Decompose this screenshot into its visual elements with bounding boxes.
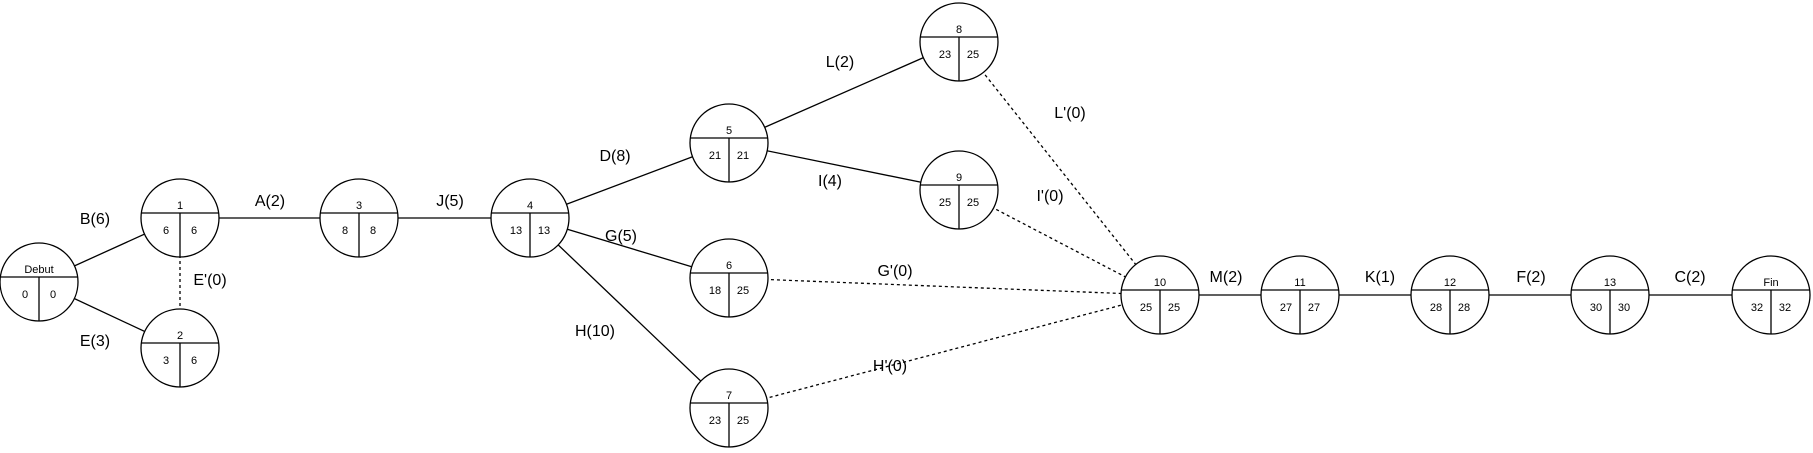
node-early-date: 8 bbox=[342, 225, 348, 237]
edge-label: D(8) bbox=[599, 148, 630, 165]
node-n9: 9 25 25 bbox=[919, 150, 999, 230]
node-n8: 8 23 25 bbox=[919, 2, 999, 82]
node-n13: 13 30 30 bbox=[1570, 255, 1650, 335]
node-name: 9 bbox=[956, 172, 962, 184]
node-fin: Fin 32 32 bbox=[1731, 255, 1811, 335]
edge-label: F(2) bbox=[1516, 269, 1545, 286]
node-early-date: 32 bbox=[1751, 302, 1763, 314]
node-name: 4 bbox=[527, 200, 533, 212]
edge-label: H'(0) bbox=[873, 358, 907, 375]
node-name: Fin bbox=[1763, 277, 1778, 289]
node-late-date: 25 bbox=[967, 49, 979, 61]
edge-n7-n10 bbox=[728, 294, 1161, 409]
edge-label: E'(0) bbox=[193, 272, 226, 289]
node-early-date: 30 bbox=[1590, 302, 1602, 314]
node-early-date: 25 bbox=[1140, 302, 1152, 314]
node-name: 5 bbox=[726, 125, 732, 137]
node-late-date: 25 bbox=[1168, 302, 1180, 314]
node-early-date: 27 bbox=[1280, 302, 1292, 314]
node-early-date: 6 bbox=[163, 225, 169, 237]
edge-label: G(5) bbox=[605, 228, 637, 245]
node-late-date: 8 bbox=[370, 225, 376, 237]
node-early-date: 18 bbox=[709, 285, 721, 297]
node-n5: 5 21 21 bbox=[689, 103, 769, 183]
node-name: Debut bbox=[24, 264, 53, 276]
node-late-date: 27 bbox=[1308, 302, 1320, 314]
node-late-date: 25 bbox=[737, 285, 749, 297]
node-late-date: 28 bbox=[1458, 302, 1470, 314]
edge-label: B(6) bbox=[80, 211, 110, 228]
node-late-date: 32 bbox=[1779, 302, 1791, 314]
node-name: 13 bbox=[1604, 277, 1616, 289]
node-n10: 10 25 25 bbox=[1120, 255, 1200, 335]
node-name: 1 bbox=[177, 200, 183, 212]
node-late-date: 21 bbox=[737, 150, 749, 162]
node-name: 6 bbox=[726, 260, 732, 272]
edge-n6-n10 bbox=[728, 277, 1161, 296]
edge-n4-n7 bbox=[529, 217, 730, 409]
edge-labels-layer: B(6) E(3) E'(0) A(2) J(5) D(8) G(5) H(10) L(2) I(… bbox=[80, 54, 1706, 375]
node-late-date: 25 bbox=[737, 415, 749, 427]
edge-label: E(3) bbox=[80, 333, 110, 350]
node-n11: 11 27 27 bbox=[1260, 255, 1340, 335]
node-n1: 1 6 6 bbox=[140, 178, 220, 258]
node-early-date: 25 bbox=[939, 197, 951, 209]
node-late-date: 30 bbox=[1618, 302, 1630, 314]
edge-label: A(2) bbox=[255, 193, 285, 210]
node-late-date: 6 bbox=[191, 225, 197, 237]
node-early-date: 0 bbox=[22, 289, 28, 301]
node-name: 12 bbox=[1444, 277, 1456, 289]
edge-label: M(2) bbox=[1210, 269, 1243, 286]
node-early-date: 21 bbox=[709, 150, 721, 162]
node-name: 7 bbox=[726, 390, 732, 402]
node-n4: 4 13 13 bbox=[490, 178, 570, 258]
edge-label: I'(0) bbox=[1036, 188, 1063, 205]
node-late-date: 6 bbox=[191, 355, 197, 367]
node-late-date: 0 bbox=[50, 289, 56, 301]
node-late-date: 25 bbox=[967, 197, 979, 209]
node-n12: 12 28 28 bbox=[1410, 255, 1490, 335]
node-name: 10 bbox=[1154, 277, 1166, 289]
node-early-date: 28 bbox=[1430, 302, 1442, 314]
node-name: 8 bbox=[956, 24, 962, 36]
edge-label: J(5) bbox=[436, 193, 464, 210]
edge-label: H(10) bbox=[575, 323, 615, 340]
edge-label: I(4) bbox=[818, 173, 842, 190]
edge-label: C(2) bbox=[1674, 269, 1705, 286]
edge-label: K(1) bbox=[1365, 269, 1395, 286]
node-late-date: 13 bbox=[538, 225, 550, 237]
node-n7: 7 23 25 bbox=[689, 368, 769, 448]
node-debut: Debut 0 0 bbox=[0, 242, 79, 322]
edge-n5-n8 bbox=[728, 41, 960, 144]
node-name: 3 bbox=[356, 200, 362, 212]
node-early-date: 23 bbox=[709, 415, 721, 427]
node-name: 11 bbox=[1294, 277, 1305, 289]
edges-layer bbox=[38, 41, 1771, 409]
node-early-date: 13 bbox=[510, 225, 522, 237]
node-early-date: 3 bbox=[163, 355, 169, 367]
edge-label: L'(0) bbox=[1054, 105, 1086, 122]
edge-label: L(2) bbox=[826, 54, 854, 71]
node-n3: 3 8 8 bbox=[319, 178, 399, 258]
node-n6: 6 18 25 bbox=[689, 238, 769, 318]
node-name: 2 bbox=[177, 330, 183, 342]
node-n2: 2 3 6 bbox=[140, 308, 220, 388]
node-early-date: 23 bbox=[939, 49, 951, 61]
edge-label: G'(0) bbox=[877, 263, 912, 280]
